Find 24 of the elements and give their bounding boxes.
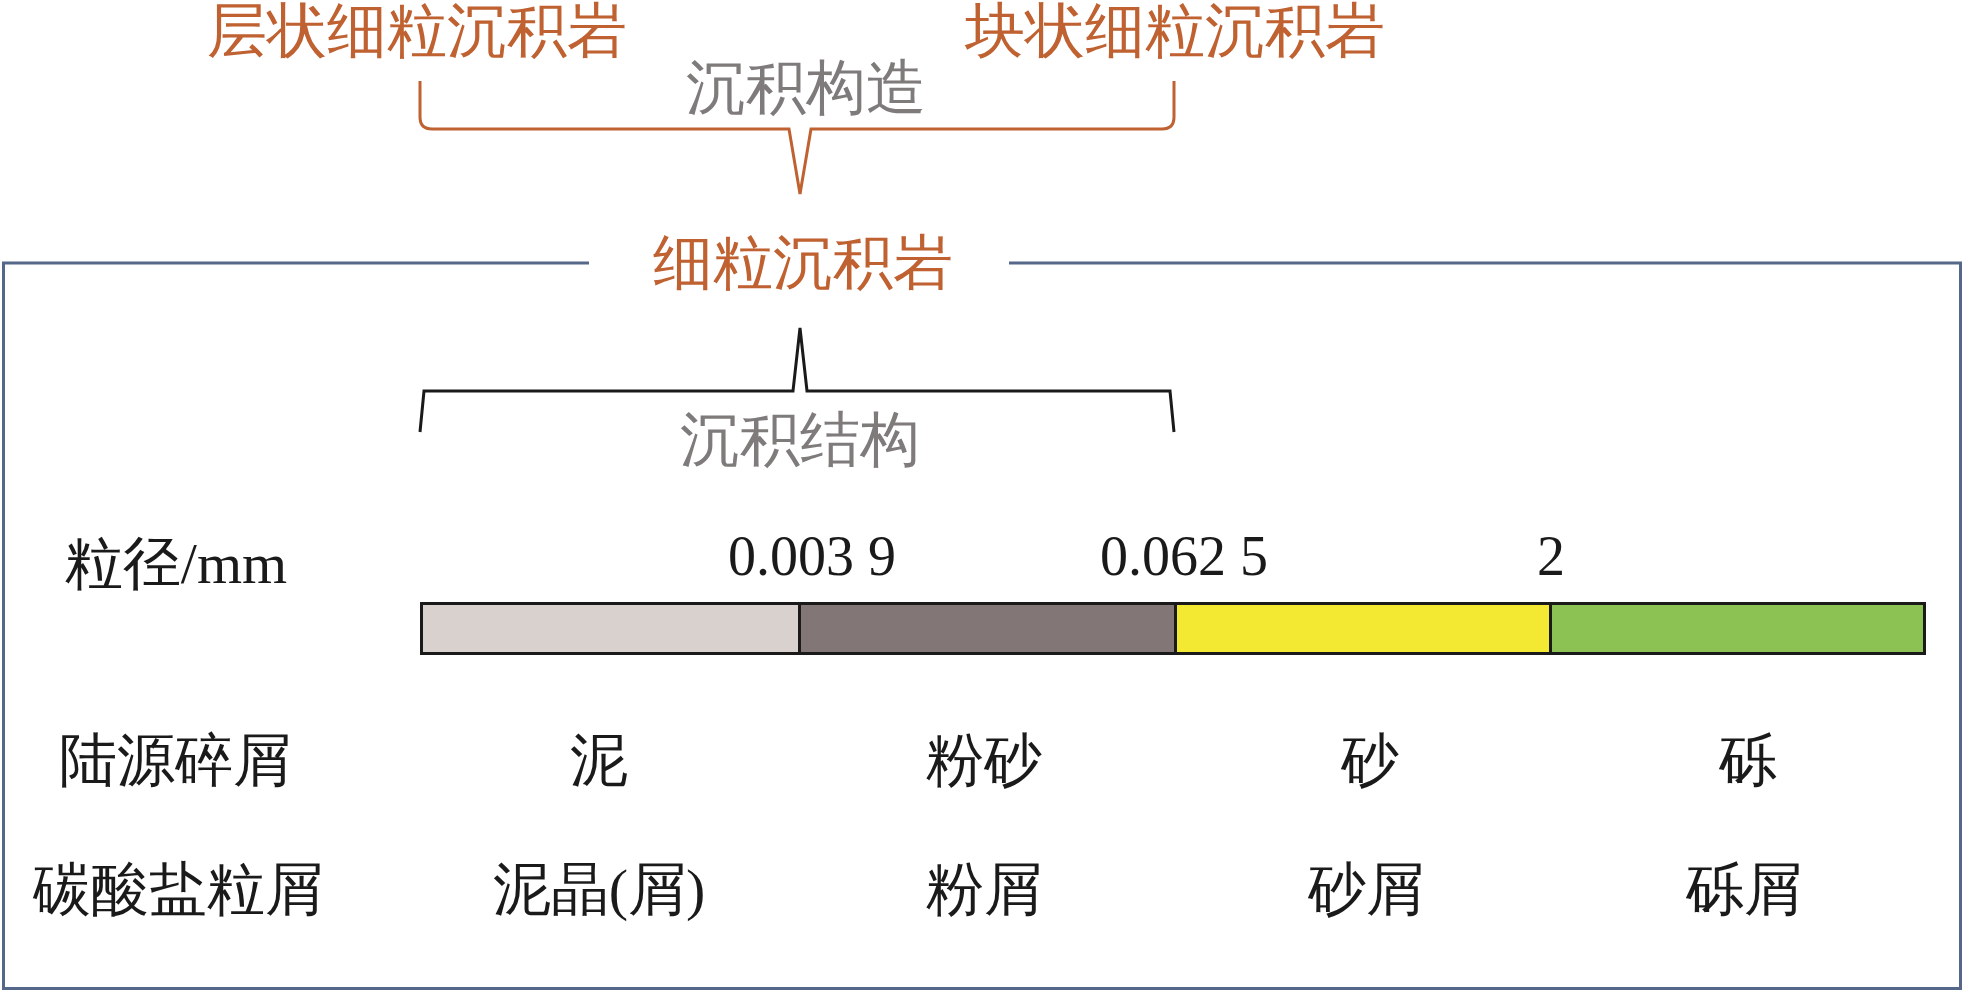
tick-label: 2: [1537, 528, 1565, 584]
category-label: 砾屑: [1686, 861, 1802, 919]
category-label: 粉砂: [926, 732, 1042, 790]
category-label: 粉屑: [926, 861, 1042, 919]
tick-label: 0.003 9: [728, 528, 896, 584]
bracket-label: 沉积构造: [686, 58, 926, 118]
category-label: 砂: [1341, 732, 1399, 790]
rock-type-label: 块状细粒沉积岩: [965, 1, 1385, 61]
row-header: 陆源碎屑: [59, 732, 291, 790]
axis-title: 粒径/mm: [64, 535, 288, 593]
grain-size-bar-segment: [420, 602, 801, 655]
grain-size-bar-segment: [798, 602, 1177, 655]
grain-size-bar-segment: [1549, 602, 1926, 655]
category-label: 泥晶(屑): [492, 861, 706, 919]
tick-label: 0.062 5: [1100, 528, 1268, 584]
category-label: 砂屑: [1308, 861, 1424, 919]
row-header: 碳酸盐粒屑: [33, 861, 323, 919]
group-title: 细粒沉积岩: [653, 233, 953, 293]
category-label: 砾: [1719, 732, 1777, 790]
grain-size-bar-segment: [1174, 602, 1552, 655]
category-label: 泥: [570, 732, 628, 790]
bracket-label: 沉积结构: [680, 410, 920, 470]
rock-type-label: 层状细粒沉积岩: [207, 1, 627, 61]
group-frame: [2, 232, 1962, 990]
